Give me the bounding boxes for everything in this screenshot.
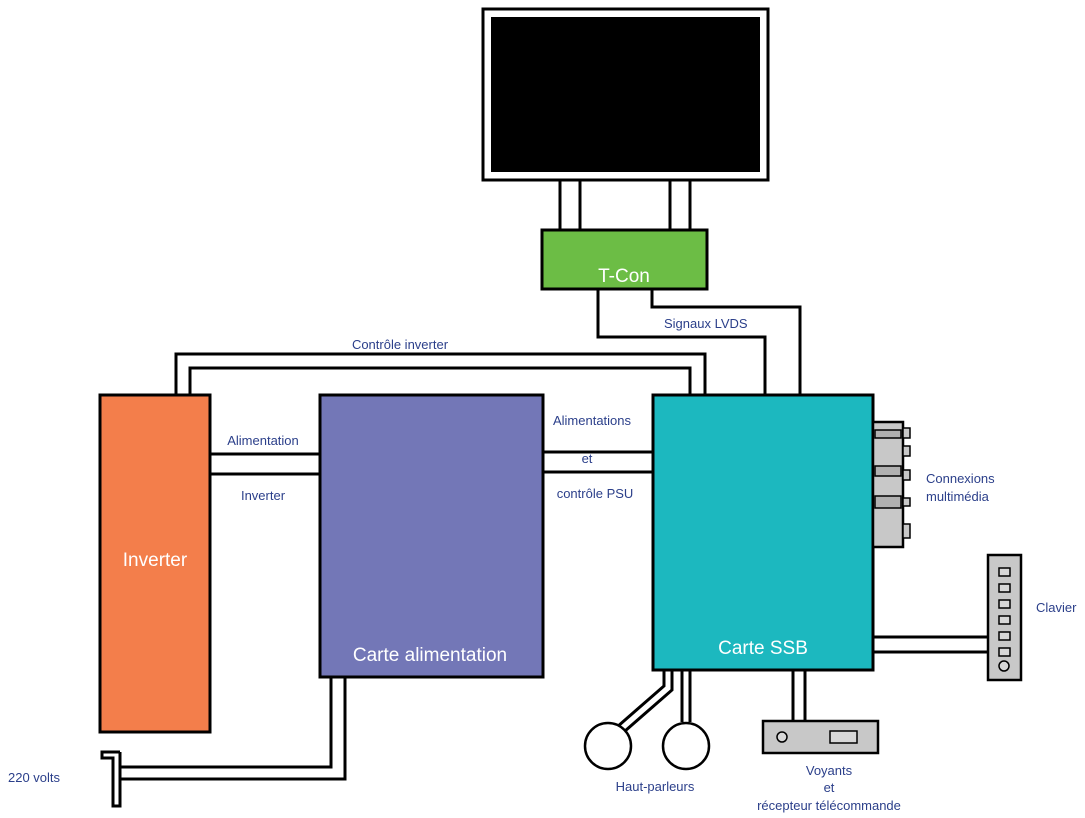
multimedia-label-line1: Connexions xyxy=(926,471,995,486)
keyboard xyxy=(873,553,1023,682)
mains-voltage-label: 220 volts xyxy=(8,770,61,785)
speakers xyxy=(583,670,711,771)
inverter-block-label: Inverter xyxy=(123,550,188,571)
inverter-power-cable xyxy=(210,452,320,476)
power-board: Carte alimentation xyxy=(318,393,545,679)
speaker-right xyxy=(661,721,711,771)
inverter-control-label: Contrôle inverter xyxy=(352,337,449,352)
lvds-cables xyxy=(596,289,802,395)
power-ssb-cable xyxy=(543,450,653,474)
leds-label-line1: Voyants xyxy=(806,763,853,778)
ssb-board-label: Carte SSB xyxy=(718,638,808,659)
tcon-board: T-Con xyxy=(540,228,709,291)
tcon-label: T-Con xyxy=(598,266,650,287)
display-panel xyxy=(481,7,770,182)
led-remote-receiver xyxy=(761,670,880,755)
screen-area xyxy=(491,17,760,172)
inverter-wire-label: Inverter xyxy=(241,488,286,503)
ssb-board: Carte SSB xyxy=(651,393,875,672)
supplies-label: Alimentations xyxy=(553,413,632,428)
multimedia-connectors xyxy=(871,420,911,549)
speakers-label: Haut-parleurs xyxy=(616,779,695,794)
inverter-board: Inverter xyxy=(98,393,212,734)
lvds-signals-label: Signaux LVDS xyxy=(664,316,748,331)
psu-control-label: contrôle PSU xyxy=(557,486,634,501)
inverter-control-cable xyxy=(174,352,707,395)
mains-plug xyxy=(100,677,347,808)
leds-label-line2: et xyxy=(824,780,835,795)
multimedia-label-line2: multimédia xyxy=(926,489,990,504)
speaker-left xyxy=(583,721,633,771)
leds-label-line3: récepteur télécommande xyxy=(757,798,901,813)
screen-tcon-cables xyxy=(558,180,692,230)
and-label: et xyxy=(582,451,593,466)
power-board-label: Carte alimentation xyxy=(353,645,507,666)
power-supply-label: Alimentation xyxy=(227,433,299,448)
keyboard-label: Clavier xyxy=(1036,600,1077,615)
